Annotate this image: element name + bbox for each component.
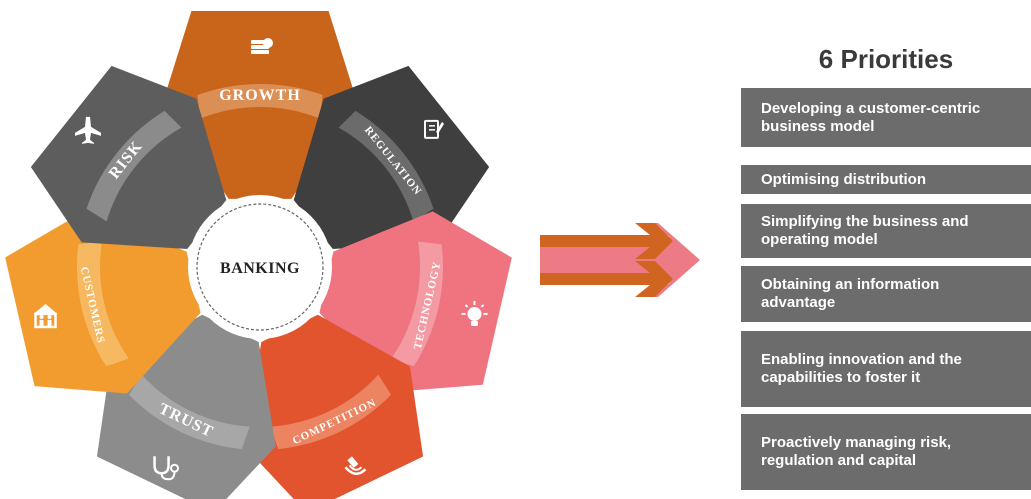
transition-arrow — [540, 223, 700, 297]
orange-arrow-top — [540, 223, 673, 259]
banking-wheel-diagram: GROWTHREGULATIONTECHNOLOGYCOMPETITIONTRU… — [5, 11, 512, 499]
priorities-title: 6 Priorities — [818, 44, 954, 74]
priority-item: Obtaining an information advantage — [741, 266, 1031, 322]
priority-item: Simplifying the business and operating m… — [741, 204, 1031, 258]
priority-item: Proactively managing risk, regulation an… — [741, 414, 1031, 490]
airplane-icon — [74, 116, 101, 144]
family-house-icon — [33, 303, 58, 329]
band-customers — [77, 241, 129, 367]
band-trust — [128, 374, 250, 450]
priority-item: Developing a customer-centric business m… — [741, 88, 1031, 147]
money-stack-icon — [251, 38, 273, 54]
satellite-icon — [344, 456, 367, 475]
band-competition — [270, 374, 392, 450]
document-pen-icon — [424, 119, 445, 139]
band-technology — [391, 241, 443, 367]
priority-item: Optimising distribution — [741, 165, 1031, 194]
center-dashed-ring — [196, 203, 324, 331]
pink-arrow — [540, 223, 700, 297]
lightbulb-icon — [461, 300, 488, 326]
center-label: BANKING — [220, 260, 300, 277]
band-growth — [197, 84, 323, 119]
stethoscope-icon — [153, 456, 180, 481]
band-risk — [86, 110, 182, 222]
segment-label-growth: GROWTH — [219, 87, 301, 104]
orange-arrow-bottom — [540, 261, 673, 297]
priority-item: Enabling innovation and the capabilities… — [741, 331, 1031, 407]
segment-competition — [244, 314, 424, 499]
band-regulation — [338, 110, 434, 222]
